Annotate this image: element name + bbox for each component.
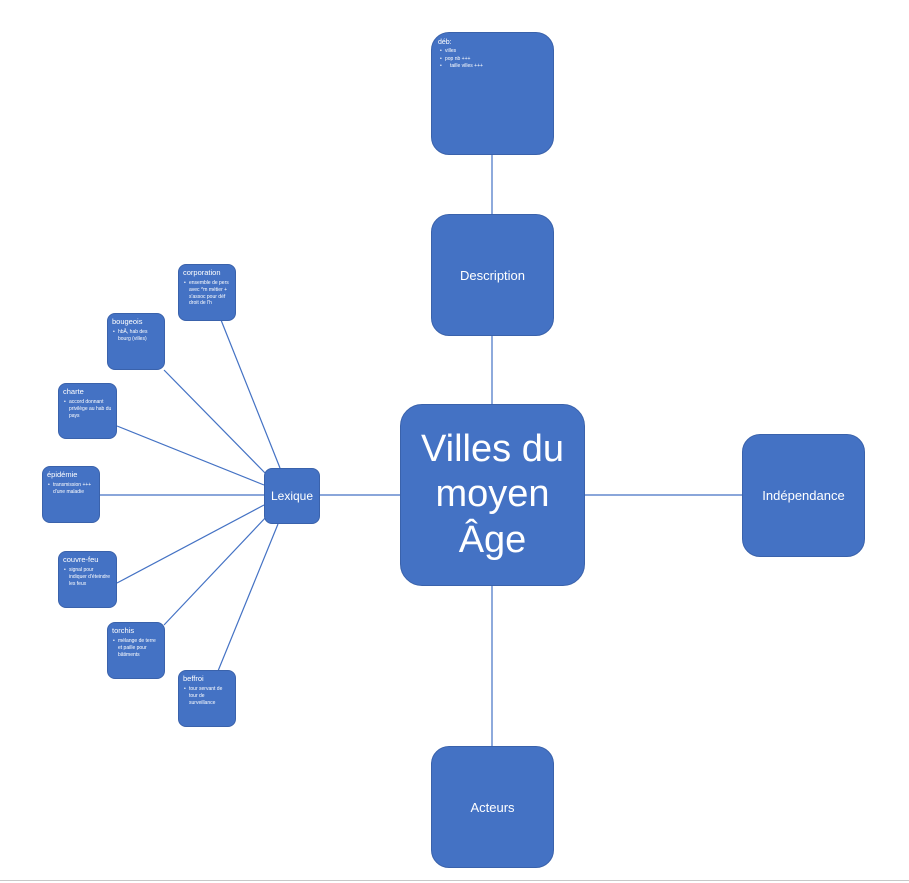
debut-list: villes pop nb +++ taille villes +++: [438, 48, 547, 71]
term-title: beffroi: [183, 674, 204, 683]
term-definition: mélange de terre et paille pour bâtiment…: [113, 638, 160, 658]
center-title: Villes du moyen Âge: [421, 427, 564, 561]
term-title: bougeois: [112, 317, 143, 326]
term-definition: signal pour indiquer d'éteindre les feux: [64, 567, 112, 587]
description-label: Description: [459, 267, 526, 283]
lexique-term-torchis: torchis mélange de terre et paille pour …: [107, 622, 165, 679]
term-title: charte: [63, 387, 84, 396]
connector-lexique-torchis: [163, 514, 269, 626]
connector-lexique-beffroi: [217, 523, 279, 672]
lexique-term-corporation: corporation ensemble de pers avec ^m mét…: [178, 264, 236, 321]
term-definition: hbÂ, hab des bourg (villes): [113, 329, 160, 343]
lexique-term-charte: charte accord donnant privilège au hab d…: [58, 383, 117, 439]
center-node: Villes du moyen Âge: [400, 404, 585, 586]
lexique-node: Lexique: [264, 468, 320, 524]
term-title: corporation: [183, 268, 221, 277]
debut-subitem: taille villes +++: [440, 63, 547, 71]
lexique-term-bougeois: bougeois hbÂ, hab des bourg (villes): [107, 313, 165, 370]
connector-lexique-corporation: [220, 319, 281, 469]
term-title: torchis: [112, 626, 135, 635]
connector-lexique-bougeois: [163, 369, 269, 477]
term-definition: tour servant de tour de surveillance: [184, 686, 231, 706]
lexique-term-beffroi: beffroi tour servant de tour de surveill…: [178, 670, 236, 727]
description-node: Description: [431, 214, 554, 336]
term-definition: accord donnant privilège au hab du pays: [64, 399, 112, 419]
connector-lexique-couvre-feu: [116, 504, 265, 584]
term-title: épidémie: [47, 470, 78, 479]
debut-node: déb: villes pop nb +++ taille villes +++: [431, 32, 554, 155]
debut-item: pop nb +++: [440, 56, 547, 64]
term-definition: transmission +++ d'une maladie: [48, 482, 95, 496]
acteurs-node: Acteurs: [431, 746, 554, 868]
term-definition: ensemble de pers avec ^m métier + s'asso…: [184, 280, 231, 307]
lexique-term-couvre-feu: couvre-feu signal pour indiquer d'éteind…: [58, 551, 117, 608]
lexique-term-epidemie: épidémie transmission +++ d'une maladie: [42, 466, 100, 523]
term-title: couvre-feu: [63, 555, 99, 564]
page-bottom-divider: [0, 880, 909, 881]
independance-node: Indépendance: [742, 434, 865, 557]
acteurs-label: Acteurs: [470, 799, 515, 815]
independance-label: Indépendance: [762, 488, 845, 503]
debut-item: villes: [440, 48, 547, 56]
lexique-label: Lexique: [270, 489, 314, 503]
connector-lexique-charte: [116, 425, 265, 486]
debut-title: déb:: [438, 39, 452, 46]
